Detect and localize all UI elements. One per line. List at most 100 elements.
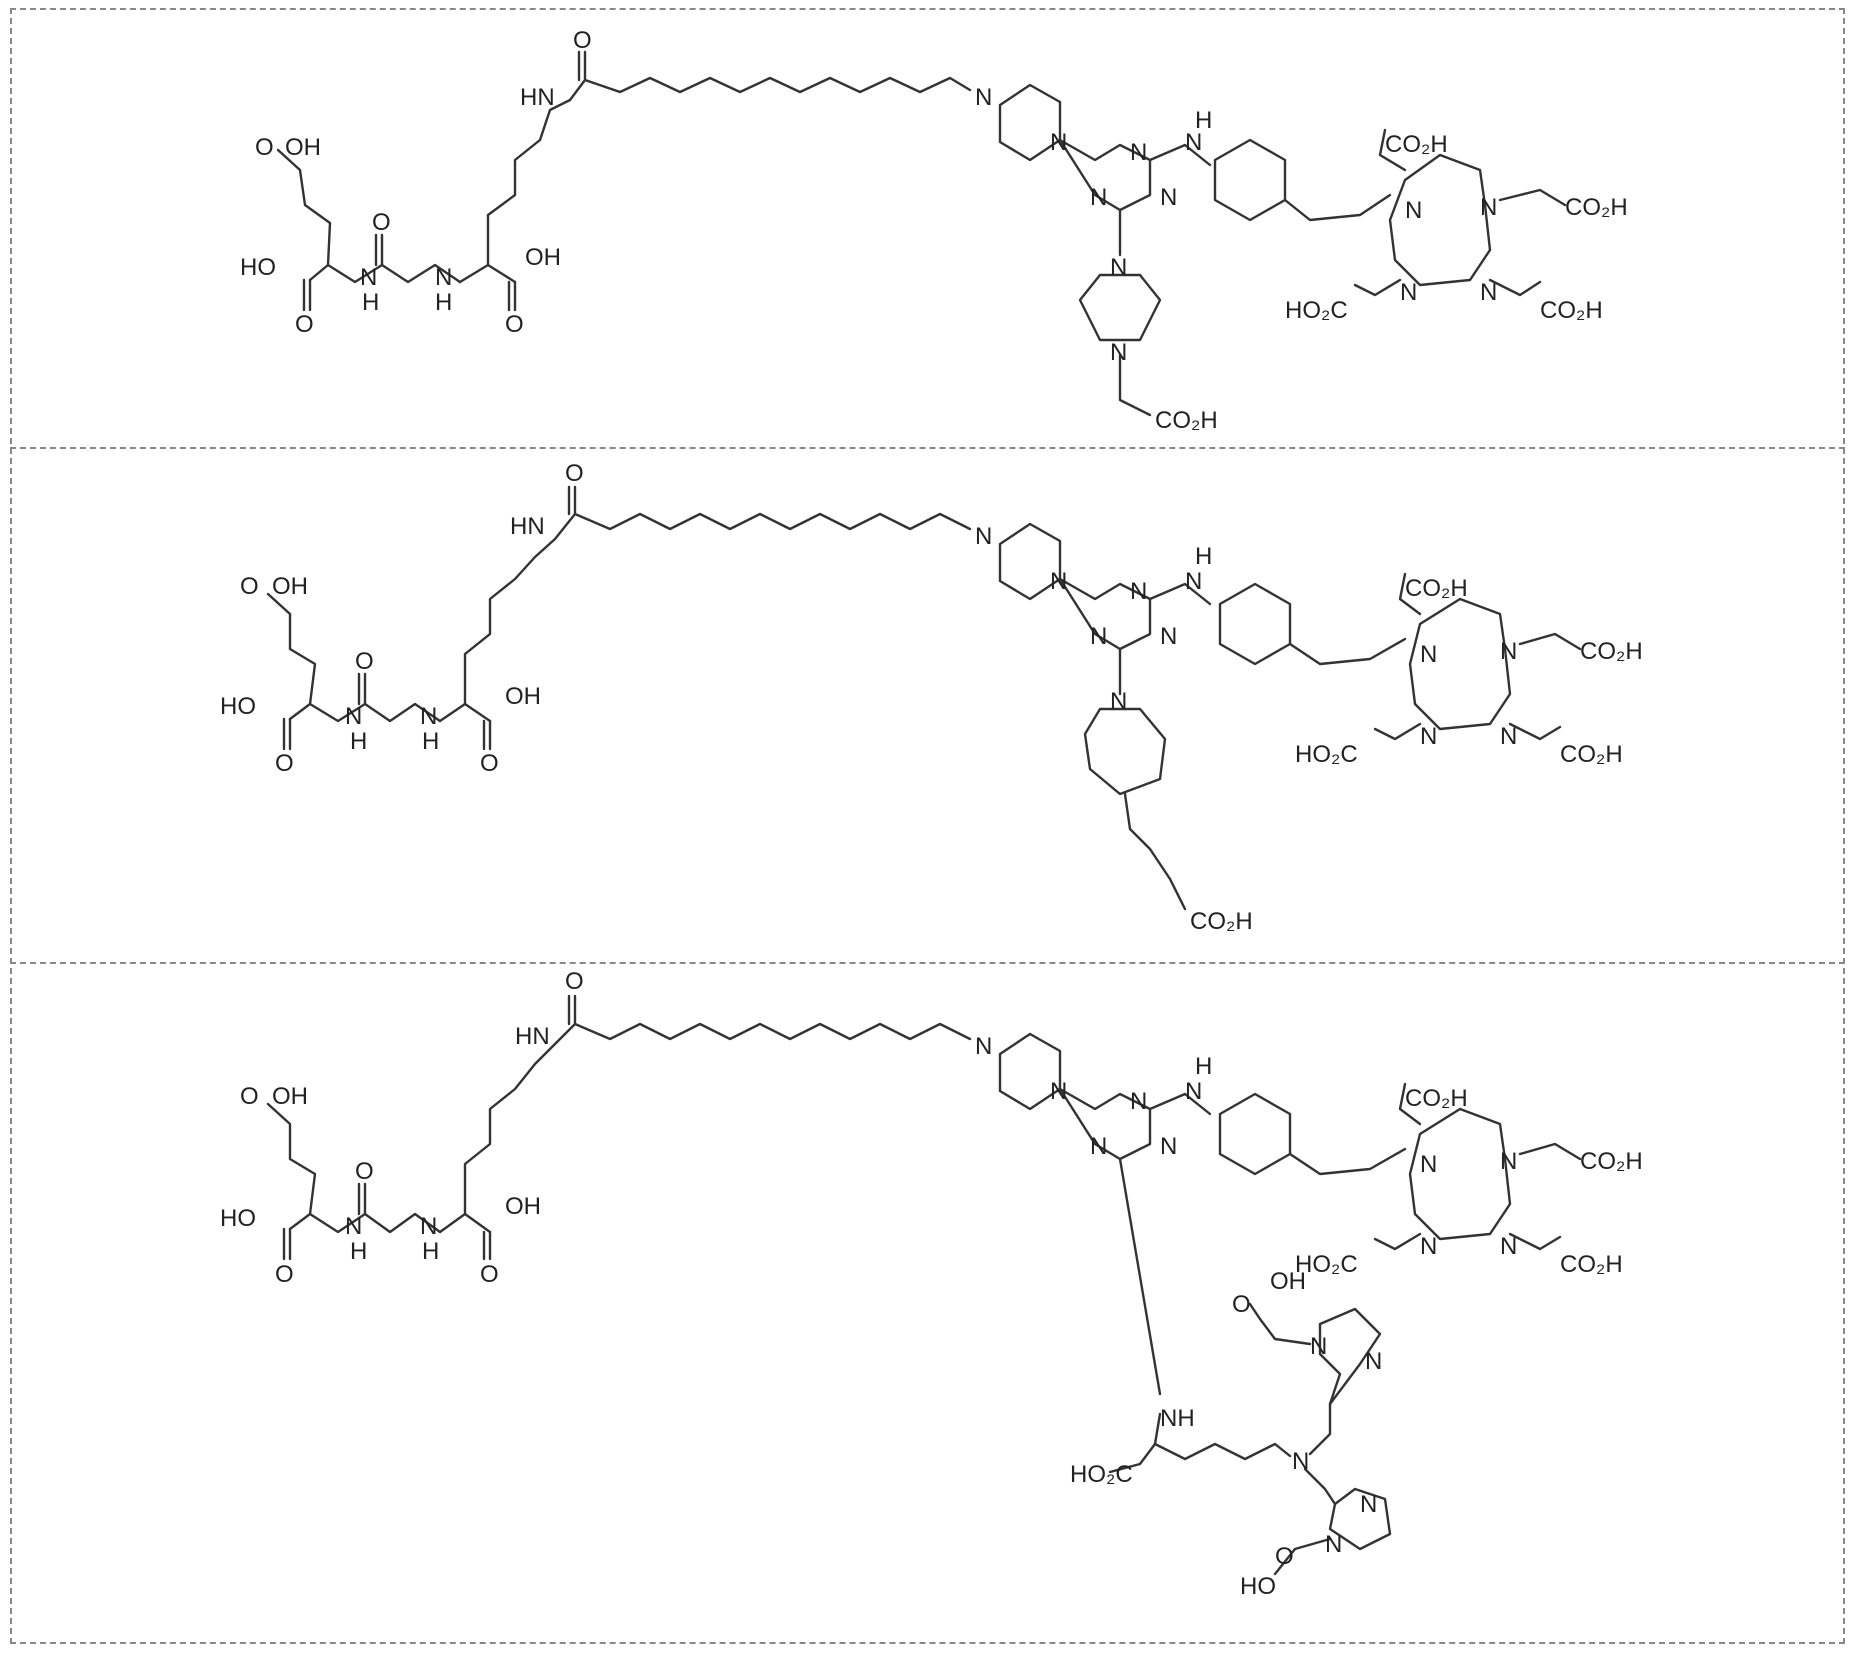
atom-label: HO₂C xyxy=(1070,1461,1133,1488)
atom-label: O xyxy=(480,1261,499,1288)
atom-label: N xyxy=(1130,139,1147,166)
atom-label: N xyxy=(975,84,992,111)
atom-label: N xyxy=(1050,129,1067,156)
atom-label: N xyxy=(1365,1348,1382,1375)
atom-label: N xyxy=(1405,197,1422,224)
atom-label: HO xyxy=(220,1205,256,1232)
atom-label: O xyxy=(355,648,374,675)
atom-label: CO₂H xyxy=(1190,908,1253,935)
atom-label: CO₂H xyxy=(1385,131,1448,158)
atom-label: N xyxy=(1500,638,1517,665)
atom-label: N xyxy=(975,523,992,550)
atom-label: HN xyxy=(510,513,545,540)
glutamate-urea-lysine-fragment xyxy=(278,52,970,310)
atom-label: O xyxy=(255,134,274,161)
atom-label: N xyxy=(1360,1491,1377,1518)
atom-label: H xyxy=(422,728,439,755)
atom-label: N xyxy=(1130,578,1147,605)
atom-label: N xyxy=(1310,1333,1327,1360)
atom-label: O xyxy=(565,460,584,487)
atom-label: O xyxy=(372,209,391,236)
atom-label: H xyxy=(350,728,367,755)
atom-label: N xyxy=(420,703,437,730)
atom-label: N xyxy=(1420,1233,1437,1260)
atom-label: N xyxy=(1160,184,1177,211)
atom-label: N xyxy=(1050,1078,1067,1105)
atom-label: N xyxy=(1110,254,1127,281)
atom-label: N xyxy=(1500,723,1517,750)
atom-label: O xyxy=(480,750,499,777)
atom-label: O xyxy=(573,27,592,54)
piperazine-triazine-fragment xyxy=(1000,1034,1210,1394)
atom-label: N xyxy=(1480,279,1497,306)
atom-label: CO₂H xyxy=(1565,194,1628,221)
atom-label: CO₂H xyxy=(1560,741,1623,768)
atom-label: H xyxy=(422,1238,439,1265)
atom-label: CO₂H xyxy=(1580,1148,1643,1175)
atom-label: N xyxy=(1090,623,1107,650)
atom-label: OH xyxy=(1270,1268,1306,1295)
atom-label: CO₂H xyxy=(1560,1251,1623,1278)
atom-label: N xyxy=(1420,641,1437,668)
atom-label: N xyxy=(975,1033,992,1060)
atom-label: OH xyxy=(272,573,308,600)
atom-label: HO xyxy=(240,254,276,281)
atom-label: CO₂H xyxy=(1405,575,1468,602)
atom-label: H xyxy=(1195,543,1212,570)
atom-label: CO₂H xyxy=(1405,1085,1468,1112)
atom-label: N xyxy=(1400,279,1417,306)
atom-label: N xyxy=(1500,1233,1517,1260)
atom-label: O xyxy=(240,1083,259,1110)
atom-labels: O OH HO O N H O N H O OH HN O N N N N N … xyxy=(220,968,1643,1600)
atom-label: O xyxy=(565,968,584,995)
glutamate-urea-lysine-fragment xyxy=(268,487,970,749)
atom-label: N xyxy=(1185,1078,1202,1105)
atom-label: N xyxy=(1090,1133,1107,1160)
atom-label: H xyxy=(435,289,452,316)
atom-label: H xyxy=(1195,1053,1212,1080)
atom-label: OH xyxy=(285,134,321,161)
atom-label: N xyxy=(1480,194,1497,221)
atom-label: N xyxy=(435,264,452,291)
benzyl-dota-fragment xyxy=(1220,1084,1580,1249)
atom-label: N xyxy=(1292,1448,1309,1475)
atom-label: OH xyxy=(525,244,561,271)
atom-label: N xyxy=(1160,623,1177,650)
atom-label: OH xyxy=(505,683,541,710)
atom-label: N xyxy=(1160,1133,1177,1160)
atom-label: HO xyxy=(220,693,256,720)
atom-labels: O OH HO O N H O N H O OH HN O N N N N N … xyxy=(220,460,1643,935)
atom-label: H xyxy=(362,289,379,316)
atom-label: HN xyxy=(515,1023,550,1050)
atom-label: O xyxy=(505,311,524,338)
atom-label: H xyxy=(350,1238,367,1265)
atom-label: N xyxy=(1110,688,1127,715)
atom-label: N xyxy=(1420,1151,1437,1178)
atom-label: CO₂H xyxy=(1580,638,1643,665)
atom-label: OH xyxy=(272,1083,308,1110)
atom-label: N xyxy=(1500,1148,1517,1175)
structure-panel-1: O OH HO O N H O N H O OH HN O N N N N N … xyxy=(10,10,1845,447)
atom-label: N xyxy=(420,1213,437,1240)
glutamate-urea-lysine-fragment xyxy=(268,996,970,1259)
atom-label: N xyxy=(1420,723,1437,750)
atom-label: N xyxy=(360,264,377,291)
atom-label: N xyxy=(1050,568,1067,595)
atom-label: CO₂H xyxy=(1155,407,1218,434)
atom-label: N xyxy=(1130,1088,1147,1115)
structure-panel-3: O OH HO O N H O N H O OH HN O N N N N N … xyxy=(10,964,1845,1639)
atom-label: O xyxy=(240,573,259,600)
atom-label: N xyxy=(1110,339,1127,366)
atom-label: H xyxy=(1195,107,1212,134)
atom-label: O xyxy=(355,1158,374,1185)
atom-label: N xyxy=(345,703,362,730)
atom-labels: O OH HO O N H O N H O OH HN O N N N N N … xyxy=(240,27,1628,434)
benzyl-dota-fragment xyxy=(1220,574,1580,739)
atom-label: N xyxy=(1325,1531,1342,1558)
atom-label: HO xyxy=(1240,1573,1276,1600)
atom-label: HN xyxy=(520,84,555,111)
piperazine-triazine-fragment xyxy=(1000,524,1210,909)
atom-label: CO₂H xyxy=(1540,297,1603,324)
atom-label: O xyxy=(1275,1543,1294,1570)
piperazine-triazine-fragment xyxy=(1000,85,1210,415)
